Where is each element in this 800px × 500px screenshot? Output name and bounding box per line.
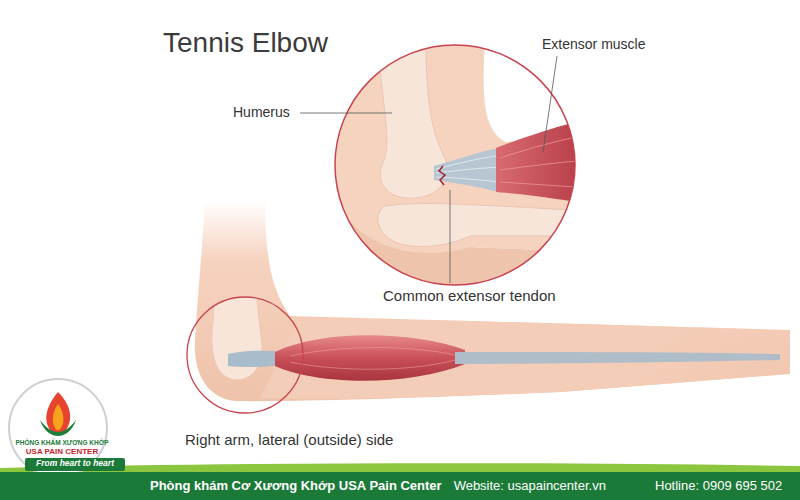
part-label: Extensor muscle (542, 36, 645, 52)
diagram-title: Tennis Elbow (163, 27, 328, 59)
logo-flame-inner (53, 404, 64, 430)
magnified-skin-shade (320, 200, 590, 290)
small-callout-circle (187, 297, 303, 413)
forearm-shade (260, 318, 790, 399)
node-text: PHÒNG KHÁM XƯƠNG KHỚP (8, 439, 116, 446)
tendon-tear (439, 166, 445, 185)
view-caption: Right arm, lateral (outside) side (185, 431, 393, 448)
leader-line (300, 113, 392, 114)
leader-line (450, 190, 451, 283)
upper-arm (195, 200, 790, 401)
part-label: Common extensor tendon (383, 287, 556, 304)
magnified-tendon (434, 147, 502, 193)
distal-tendon (455, 352, 780, 364)
node-text: Website: usapaincenter.vn (454, 479, 606, 494)
node-text: Hotline: 0909 695 502 (655, 479, 782, 494)
logo-badge: PHÒNG KHÁM XƯƠNG KHỚPUSA PAIN CENTERFrom… (8, 378, 116, 478)
big-callout-circle (335, 45, 575, 285)
footer-band: Phòng khám Cơ Xương Khớp USA Pain Center… (0, 472, 800, 500)
magnified-skin (320, 40, 590, 282)
part-label: Humerus (233, 104, 290, 120)
muscle-fibres (500, 134, 590, 188)
node-text: From heart to heart (25, 459, 125, 469)
magnified-view (320, 40, 590, 290)
node-text: Phòng khám Cơ Xương Khớp USA Pain Center (150, 479, 442, 494)
muscle-striation (290, 348, 455, 370)
magnified-muscle (496, 118, 590, 204)
logo-leaf (40, 420, 76, 436)
logo-flame (46, 392, 70, 435)
tendon-fibres (436, 155, 502, 182)
node-text: USA PAIN CENTER (8, 447, 116, 456)
slogan-banner: From heart to heart (25, 458, 125, 471)
leader-line (543, 56, 557, 152)
